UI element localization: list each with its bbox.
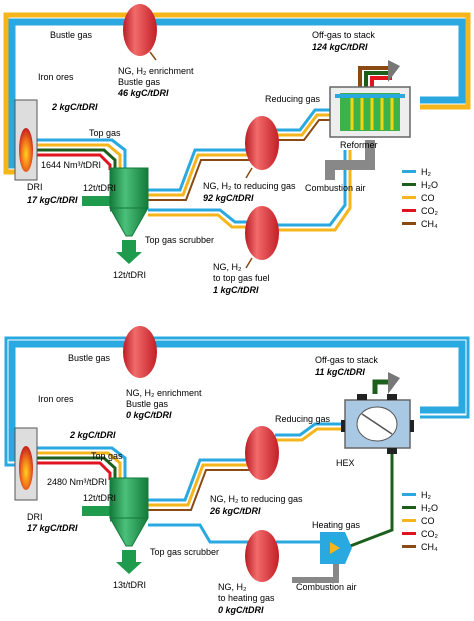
offgas-duct — [372, 372, 400, 394]
top-process-diagram — [3, 4, 471, 269]
label-combustion-air: Combustion air — [296, 582, 357, 592]
shaft-furnace — [14, 427, 38, 501]
reducing-gas-pipes — [148, 422, 394, 550]
value-dri: 17 kgC/tDRI — [27, 523, 78, 533]
label-reducing-gas: Reducing gas — [275, 414, 331, 424]
legend-item: CO — [402, 191, 438, 204]
legend-item: H₂ — [402, 488, 438, 501]
label-ng-to-reducing: NG, H₂ to reducing gas — [203, 181, 296, 191]
legend-item: CO₂ — [402, 204, 438, 217]
value-iron-ores: 2 kgC/tDRI — [52, 102, 98, 112]
label-bustle-gas: Bustle gas — [50, 30, 93, 40]
value-dri: 17 kgC/tDRI — [27, 195, 78, 205]
label-top-gas-scrubber: Top gas scrubber — [150, 547, 220, 557]
top-gas-scrubber — [109, 167, 149, 264]
bustle-enrichment-tank — [123, 4, 157, 61]
label-offgas: Off-gas to stack — [315, 355, 378, 365]
label-bustle-gas-2: Bustle gas — [126, 399, 169, 409]
label-top-gas: Top gas — [89, 128, 121, 138]
label-dri-flow: 12t/tDRI — [83, 493, 117, 503]
label-heating-gas: Heating gas — [312, 520, 361, 530]
reducing-gas-tank — [245, 116, 279, 179]
top-process-panel: Bustle gas NG, H₂ enrichment Bustle gas … — [0, 0, 474, 310]
top-gas-scrubber — [109, 477, 149, 574]
value-bustle: 46 kgC/tDRI — [118, 88, 169, 98]
value-offgas: 11 kgC/tDRI — [315, 367, 365, 377]
label-ng-enrichment: NG, H₂ enrichment — [118, 66, 194, 76]
bottom-process-diagram — [4, 326, 470, 583]
value-fuel: 1 kgC/tDRI — [213, 285, 259, 295]
heating-gas-tank — [245, 530, 279, 582]
heater-burner — [292, 532, 352, 583]
top-gas-pipe — [36, 446, 127, 480]
label-dri: DRI — [27, 182, 43, 192]
legend-item: CO₂ — [402, 527, 438, 540]
label-reducing-gas: Reducing gas — [265, 94, 321, 104]
label-scrubber-out: 13t/tDRI — [113, 580, 147, 590]
legend-item: H₂ — [402, 165, 438, 178]
label-ng-h2: NG, H₂ — [213, 262, 242, 272]
legend-top: H₂ H₂O CO CO₂ CH₄ — [402, 165, 438, 230]
offgas-duct — [358, 60, 400, 88]
reducing-gas-pipes — [148, 108, 352, 232]
value-heating: 0 kgC/tDRI — [218, 605, 264, 615]
label-hex: HEX — [336, 458, 355, 468]
label-heating-gas-2: to heating gas — [218, 593, 275, 603]
bustle-enrichment-tank — [123, 326, 157, 378]
legend-item: H₂O — [402, 501, 438, 514]
label-ng-to-reducing: NG, H₂ to reducing gas — [210, 494, 303, 504]
top-gas-fuel-tank — [245, 206, 279, 269]
label-top-gas-scrubber: Top gas scrubber — [145, 235, 215, 245]
label-dri-flow: 12t/tDRI — [83, 183, 117, 193]
label-offgas: Off-gas to stack — [312, 30, 375, 40]
hex-unit — [341, 394, 414, 454]
legend-item: CH₄ — [402, 217, 438, 230]
legend-bottom: H₂ H₂O CO CO₂ CH₄ — [402, 488, 438, 553]
label-iron-ores: Iron ores — [38, 72, 74, 82]
label-bustle-gas: Bustle gas — [68, 353, 111, 363]
legend-item: CO — [402, 514, 438, 527]
label-ng-h2: NG, H₂ — [218, 582, 247, 592]
label-iron-ores: Iron ores — [38, 394, 74, 404]
reformer-unit — [329, 86, 411, 138]
value-ng-to-reducing: 26 kgC/tDRI — [210, 506, 261, 516]
label-top-gas-flow: 1644 Nm³/tDRI — [41, 160, 102, 170]
label-scrubber-out: 12t/tDRI — [113, 270, 147, 280]
value-iron-ores: 2 kgC/tDRI — [70, 430, 116, 440]
label-top-gas-flow: 2480 Nm³/tDRI — [47, 477, 108, 487]
label-top-gas: Top gas — [91, 451, 123, 461]
shaft-furnace — [14, 99, 38, 181]
label-dri: DRI — [27, 512, 43, 522]
value-ng-to-reducing: 92 kgC/tDRI — [203, 193, 254, 203]
reducing-gas-tank — [245, 426, 279, 480]
legend-item: CH₄ — [402, 540, 438, 553]
label-ng-enrichment: NG, H₂ enrichment — [126, 388, 202, 398]
legend-item: H₂O — [402, 178, 438, 191]
combustion-air-duct — [325, 140, 375, 180]
bottom-process-panel: Bustle gas NG, H₂ enrichment Bustle gas … — [0, 310, 474, 621]
label-reformer: Reformer — [340, 140, 378, 150]
label-bustle-gas-2: Bustle gas — [118, 77, 161, 87]
label-top-gas-fuel: to top gas fuel — [213, 273, 270, 283]
value-bustle: 0 kgC/tDRI — [126, 410, 172, 420]
value-offgas: 124 kgC/tDRI — [312, 42, 368, 52]
label-combustion-air: Combustion air — [305, 183, 366, 193]
